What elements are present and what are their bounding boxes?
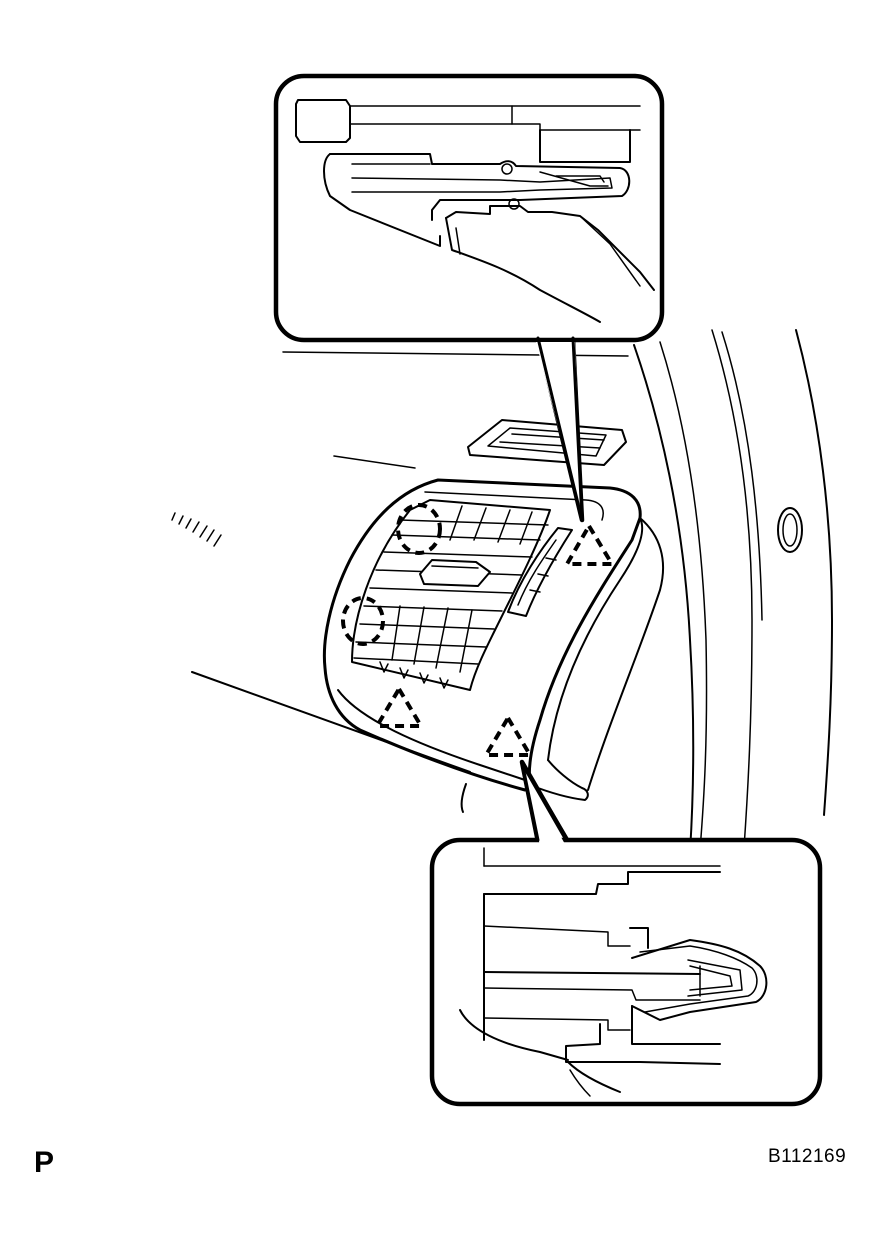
- louver-slats: [353, 505, 549, 673]
- claw-markers: [341, 503, 442, 646]
- upper-callout: [273, 73, 665, 523]
- panel-bolt-hole: [777, 507, 803, 553]
- side-panel: [633, 329, 833, 853]
- vent-bottom-teeth: [379, 661, 449, 689]
- claw-marker-lower: [341, 596, 385, 646]
- vent-housing: [322, 478, 664, 801]
- louver-grille: [351, 499, 551, 691]
- figure-code: B112169: [768, 1146, 847, 1167]
- claw-marker-upper: [396, 503, 442, 555]
- view-letter: P: [34, 1146, 55, 1179]
- clip-marker-right: [565, 524, 614, 566]
- lower-detail-section: [459, 847, 768, 1097]
- lower-callout: [429, 759, 823, 1107]
- defroster-vent: [467, 419, 627, 466]
- hatch-marks: [171, 512, 222, 547]
- retaining-clip: [631, 939, 768, 1021]
- clip-marker-bottom-center: [484, 716, 532, 757]
- vent-control-slot: [507, 527, 573, 617]
- clip-marker-bottom-left: [375, 687, 423, 728]
- louver-knob: [419, 559, 491, 587]
- clip-markers: [375, 524, 614, 757]
- upper-detail-section: [295, 99, 655, 323]
